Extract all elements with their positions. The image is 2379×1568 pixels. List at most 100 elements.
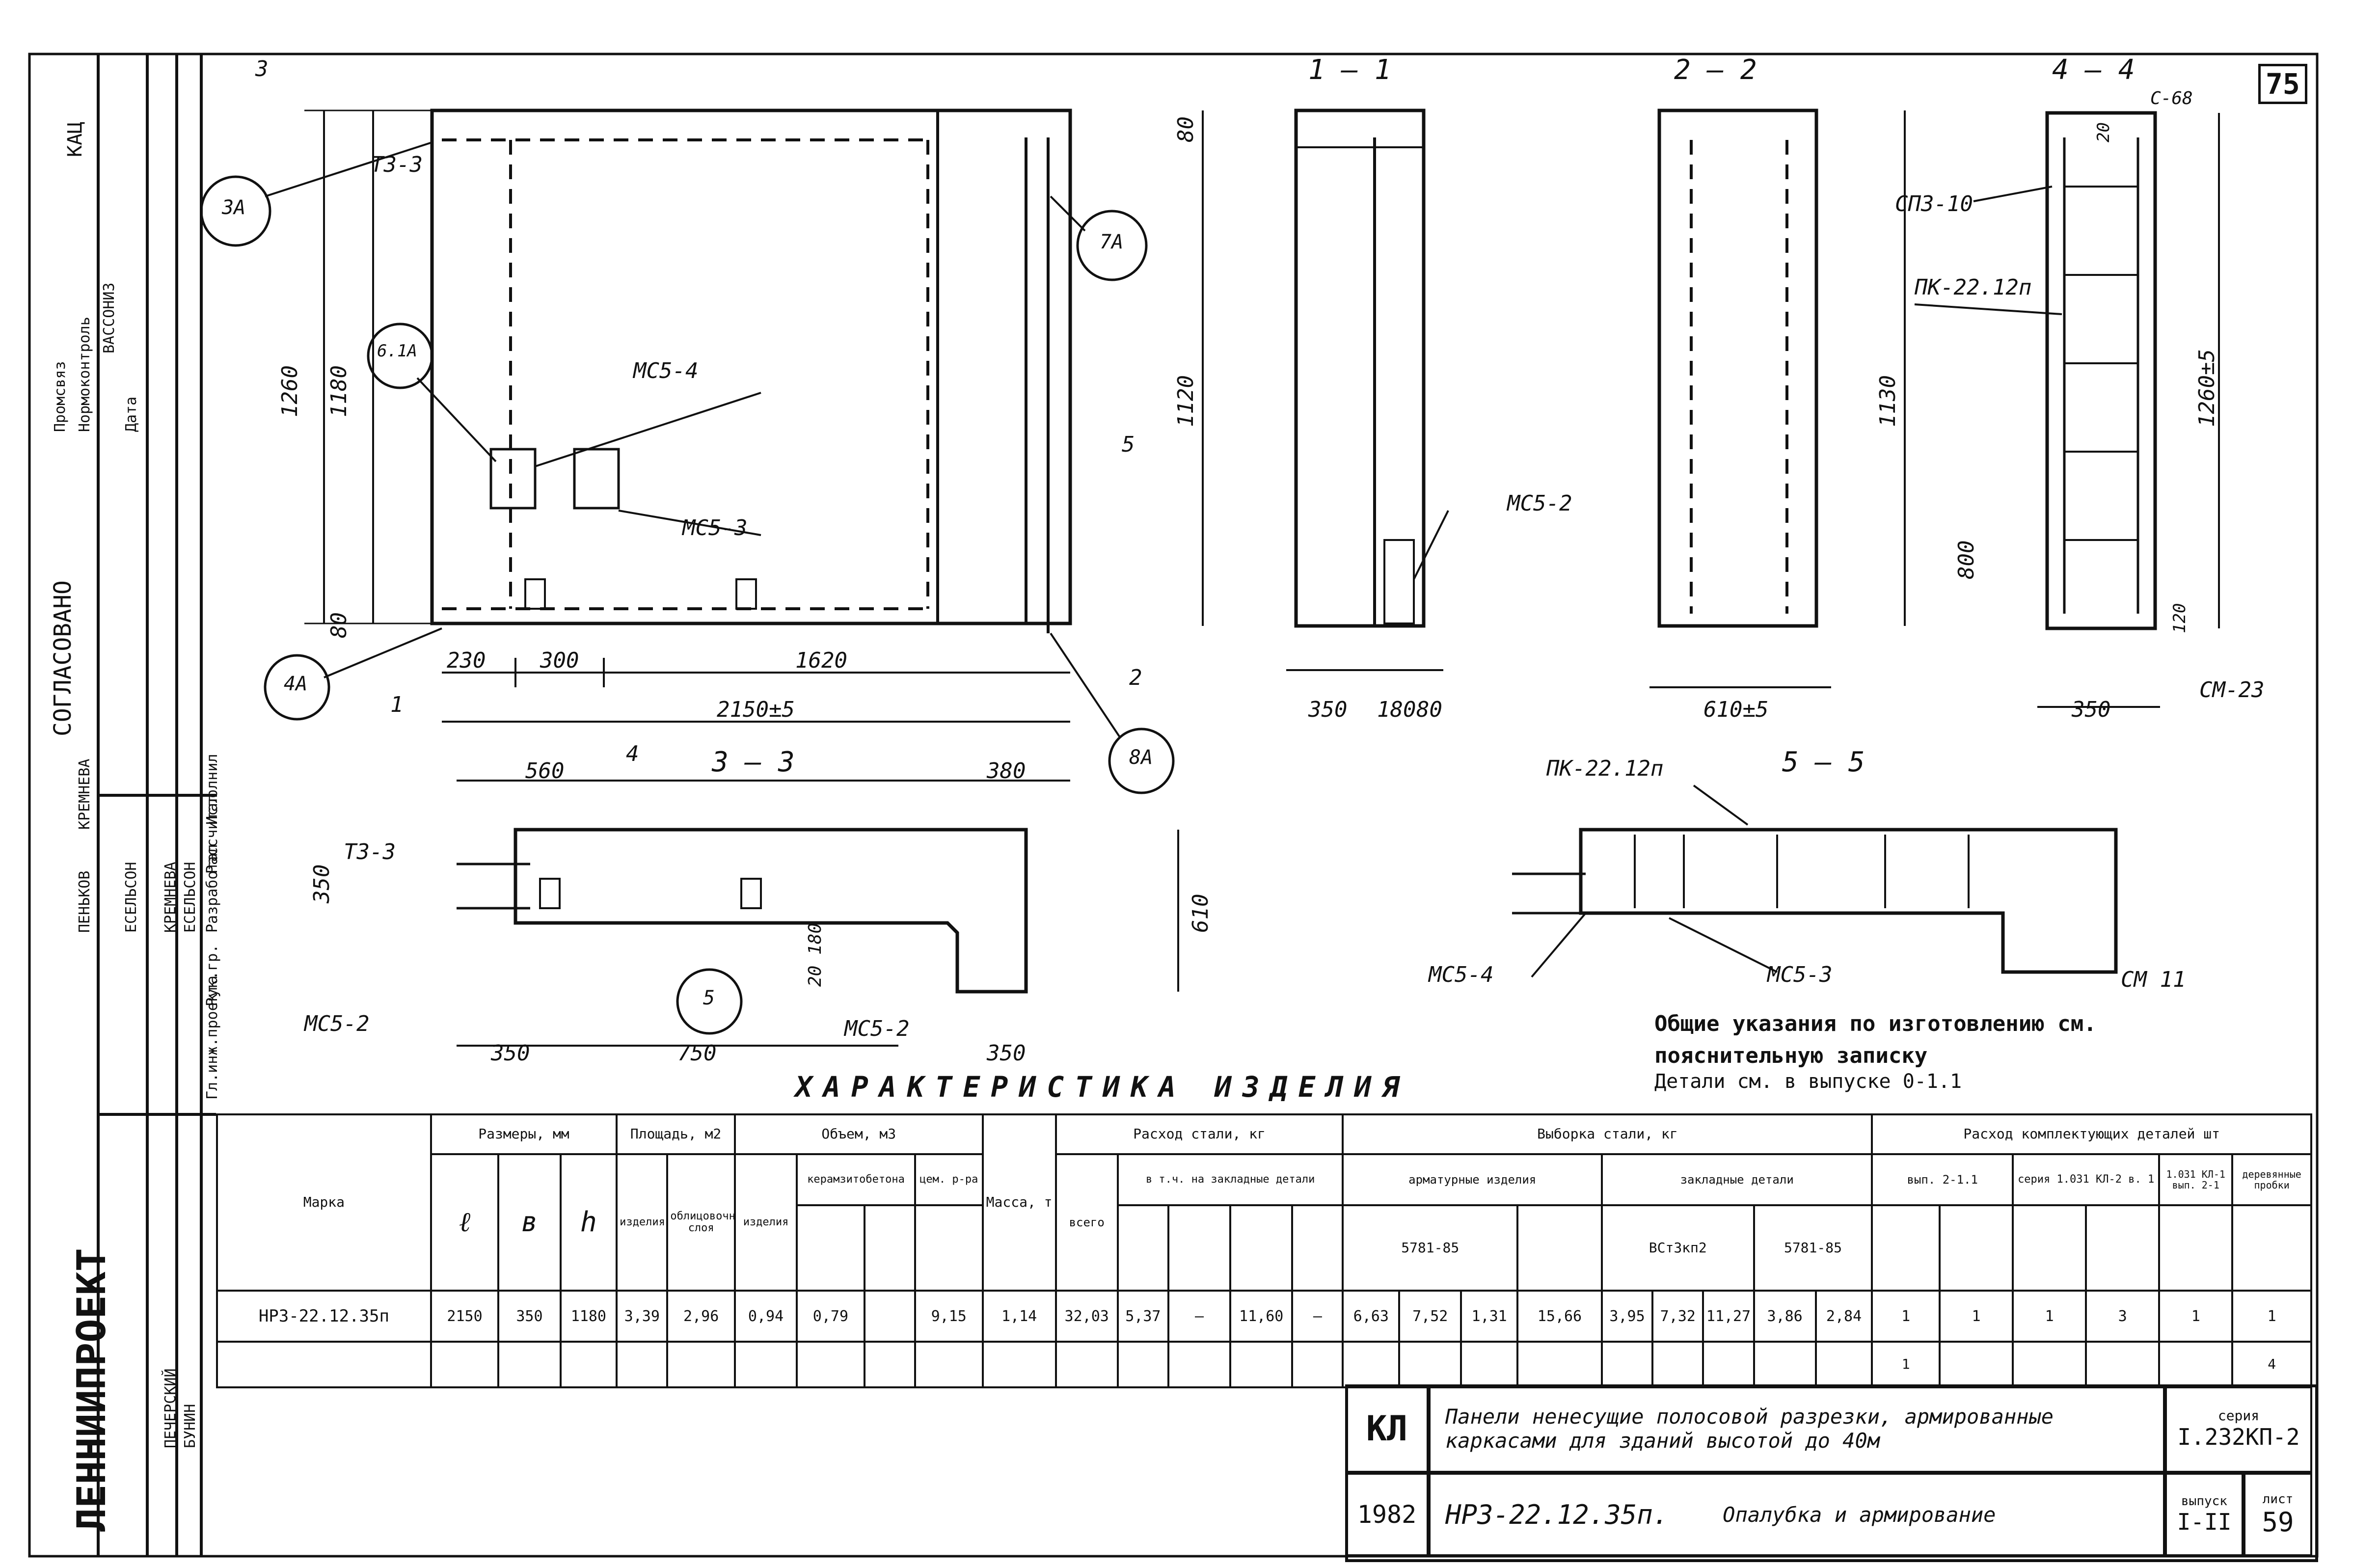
side-stamp-extra-1: Нормоконтроль <box>76 317 93 432</box>
dim-750-plan: 750 <box>677 1041 717 1066</box>
side-stamp-extra-2: КАЦ <box>64 121 86 157</box>
side-stamp-agreed: СОГЛАСОВАНО <box>49 580 77 736</box>
side-stamp-extra-4: Дата <box>123 396 140 432</box>
cell-h: 1180 <box>559 1290 618 1343</box>
title-sheet: 59 <box>2262 1506 2294 1538</box>
label-pk2212-section55: ПК-22.12п <box>1546 756 1664 781</box>
th-comp-3: 1.031 КЛ-1 вып. 2-1 <box>2158 1153 2234 1207</box>
th-area-1: изделия <box>616 1153 669 1292</box>
th-steel-all: всего <box>1054 1153 1119 1292</box>
cell-c5: 1 <box>2158 1290 2234 1343</box>
label-s68: С-68 <box>2150 88 2193 108</box>
cell-steel-d: — <box>1291 1290 1344 1343</box>
label-mc54-front: МС5-4 <box>633 358 699 383</box>
side-stamp-name-5: ПЕЧЕРСКИЙ <box>162 1368 179 1448</box>
cell-s9: 2,84 <box>1814 1290 1873 1343</box>
th-mark: Марка <box>216 1113 432 1292</box>
callout-8a: 8А <box>1129 746 1153 769</box>
dim-1130: 1130 <box>1875 375 1900 427</box>
dim-1620: 1620 <box>795 648 847 673</box>
th-selection: Выборка стали, кг <box>1342 1113 1873 1156</box>
dim-1260-section44: 1260±5 <box>2194 349 2219 427</box>
cell-c7: 1 <box>1871 1341 1941 1388</box>
title-sheet-label: лист <box>2262 1491 2294 1507</box>
cell-area-2: 2,96 <box>666 1290 736 1343</box>
label-t33-front: ТЗ-3 <box>371 152 423 177</box>
side-stamp-org: ЛЕННИИПРОЕКТ <box>69 1248 114 1532</box>
th-area-2: облицовочного слоя <box>666 1153 736 1292</box>
th-sel-std-1: 5781-85 <box>1342 1204 1518 1292</box>
cell-steel-b: — <box>1167 1290 1232 1343</box>
cell-c2: 1 <box>1939 1290 2014 1343</box>
th-sizes: Размеры, мм <box>430 1113 618 1156</box>
cut-mark-2: 2 <box>1129 665 1142 690</box>
title-series-label: серия <box>2217 1407 2260 1424</box>
label-sm23: СМ-23 <box>2199 677 2265 703</box>
dim-80-bottom: 80 <box>326 612 351 638</box>
dim-610-plan: 610 <box>1188 893 1213 933</box>
th-b: в <box>497 1153 562 1292</box>
callout-6-1a: 6.1А <box>377 341 417 361</box>
th-sel-std-2: ВСт3кп2 <box>1600 1204 1755 1292</box>
title-line-2: каркасами для зданий высотой до 40м <box>1445 1429 1880 1453</box>
note-line-3: Детали см. в выпуске 0-1.1 <box>1654 1070 1962 1093</box>
th-vol-1: изделия <box>733 1153 798 1292</box>
cell-s8: 3,86 <box>1753 1290 1817 1343</box>
title-mark: НРЗ-22.12.35п. <box>1445 1499 1669 1530</box>
label-mc52-section11: МС5-2 <box>1507 491 1572 516</box>
th-sel-arm: арматурные изделия <box>1342 1153 1603 1207</box>
cell-c4: 3 <box>2085 1290 2161 1343</box>
th-vol-2: керамзитобетона <box>796 1153 916 1207</box>
cell-vol-4: 9,15 <box>914 1290 984 1343</box>
dim-20-180-plan: 20 180 <box>805 922 825 987</box>
side-stamp-role-1: Рук.гр. <box>204 944 221 1006</box>
section-title-4-4: 4 — 4 <box>2052 54 2135 86</box>
cut-mark-4: 4 <box>626 741 639 766</box>
section-title-3-3: 3 — 3 <box>712 746 795 778</box>
cell-s6: 7,32 <box>1651 1290 1704 1343</box>
section-title-1-1: 1 — 1 <box>1308 54 1391 86</box>
dim-1180: 1180 <box>326 365 351 417</box>
th-area: Площадь, м2 <box>616 1113 736 1156</box>
dim-610-section22: 610±5 <box>1703 697 1769 722</box>
label-t33-plan: ТЗ-3 <box>344 839 396 865</box>
th-sel-std-3: 5781-85 <box>1753 1204 1873 1292</box>
cell-mark: НРЗ-22.12.35п <box>216 1290 432 1343</box>
cell-vol-3 <box>863 1290 916 1343</box>
th-comp-2: серия 1.031 КЛ-2 в. 1 <box>2012 1153 2161 1207</box>
cell-s7: 11,27 <box>1702 1290 1755 1343</box>
dim-350-section11: 350 <box>1308 697 1348 722</box>
th-vol-3: цем. р-ра <box>914 1153 984 1207</box>
note-line-2: пояснительную записку <box>1654 1043 1928 1068</box>
dim-800-section44: 800 <box>1954 540 1979 579</box>
th-l: ℓ <box>430 1153 500 1292</box>
th-comp-4: деревянные пробки <box>2231 1153 2312 1207</box>
side-stamp-name-0: ПЕНЬКОВ <box>76 870 93 933</box>
label-mc52-plan-left: МС5-2 <box>304 1011 370 1036</box>
th-steel: Расход стали, кг <box>1054 1113 1344 1156</box>
dim-180-section11: 180 <box>1377 697 1416 722</box>
title-series-block: серия I.232КП-2 <box>2165 1384 2312 1473</box>
callout-4a: 4А <box>284 673 308 695</box>
title-code: КЛ <box>1345 1384 1429 1473</box>
label-pk2212-section44: ПК-22.12п <box>1915 275 2032 300</box>
callout-5: 5 <box>703 987 715 1009</box>
side-stamp-name-1: КРЕМНЕВА <box>76 758 93 830</box>
cell-area-1: 3,39 <box>616 1290 669 1343</box>
side-stamp-name-6: БУНИН <box>182 1404 199 1448</box>
label-mc54-section55: МС5-4 <box>1429 962 1494 987</box>
title-issue-label: выпуск <box>2181 1494 2227 1509</box>
cell-c6: 1 <box>2231 1290 2312 1343</box>
title-year: 1982 <box>1345 1473 1429 1556</box>
dim-120-section44: 120 <box>2170 603 2190 633</box>
dim-350-plan: 350 <box>309 864 334 903</box>
spec-table: Марка Размеры, мм Площадь, м2 Объем, м3 … <box>216 1113 2312 1388</box>
th-h: h <box>559 1153 618 1292</box>
corner-sheet-number: 75 <box>2258 64 2307 104</box>
cell-c1: 1 <box>1871 1290 1941 1343</box>
dim-350-plan-bottom-right: 350 <box>987 1041 1026 1066</box>
title-mark-block: НРЗ-22.12.35п. Опалубка и армирование <box>1429 1473 2165 1556</box>
section-title-5-5: 5 — 5 <box>1782 746 1865 778</box>
th-volume: Объем, м3 <box>733 1113 984 1156</box>
side-stamp-role-4: Исполнил <box>204 754 221 825</box>
